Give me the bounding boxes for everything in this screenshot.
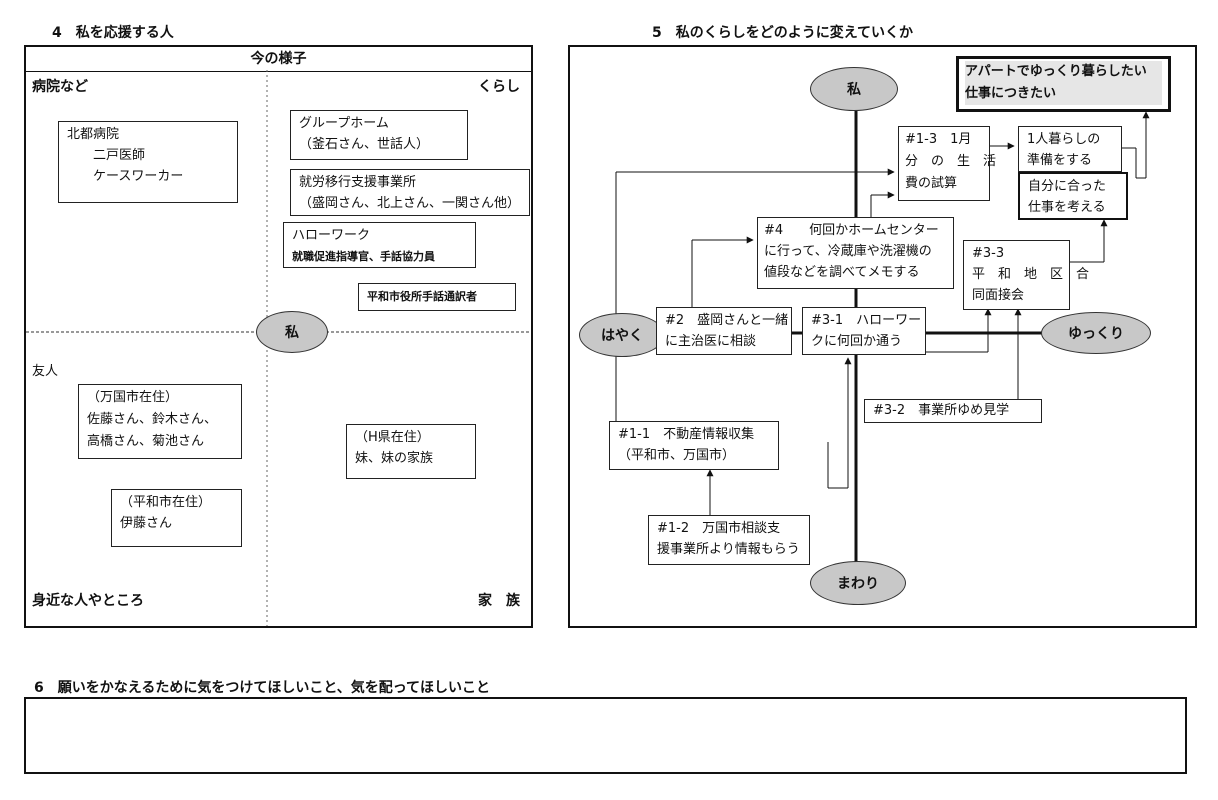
- axis-surroundings-ellipse: まわり: [810, 561, 906, 605]
- group-home-box: グループホーム （釜石さん、世話人）: [290, 110, 468, 160]
- hospital-box: 北都病院 二戸医師 ケースワーカー: [58, 121, 238, 203]
- step-1-3-box: #1-3 1月 分 の 生 活 費の試算: [898, 126, 996, 201]
- step-3-1-box: #3-1 ハローワー クに何回か通う: [802, 307, 926, 355]
- step-2-box: #2 盛岡さんと一緒 に主治医に相談: [656, 307, 792, 355]
- axis-me-ellipse: 私: [810, 67, 898, 111]
- interpreter-box: 平和市役所手話通訳者: [358, 283, 516, 311]
- axis-quick-ellipse: はやく: [579, 313, 665, 357]
- section6-heading: 6 願いをかなえるために気をつけてほしいこと、気を配ってほしいこと: [34, 680, 491, 696]
- employment-support-box: 就労移行支援事業所 （盛岡さん、北上さん、一関さん他）: [290, 169, 530, 216]
- hello-work-box: ハローワーク 就職促進指導官、手話協力員: [283, 222, 476, 268]
- consider-job-box: 自分に合った 仕事を考える: [1018, 172, 1128, 220]
- step-1-1-box: #1-1 不動産情報収集 （平和市、万国市）: [609, 421, 779, 470]
- step-3-3-box: #3-3 平 和 地 区 合 同面接会: [963, 240, 1089, 310]
- goal-box: アパートでゆっくり暮らしたい 仕事につきたい: [956, 56, 1171, 112]
- axis-slow-ellipse: ゆっくり: [1041, 312, 1151, 354]
- friend-heiwa-box: （平和市在住） 伊藤さん: [111, 489, 242, 547]
- family-box: （H県在住） 妹、妹の家族: [346, 424, 476, 479]
- step-3-2-box: #3-2 事業所ゆめ見学: [864, 399, 1042, 423]
- center-me-ellipse: 私: [256, 311, 328, 353]
- corner-nearby-label: 身近な人やところ: [32, 593, 144, 609]
- section4-heading: 4 私を応援する人: [52, 25, 174, 41]
- friends-bankoku-box: （万国市在住） 佐藤さん、鈴木さん、 高橋さん、菊池さん: [78, 384, 242, 459]
- current-state-header: 今の様子: [26, 47, 531, 72]
- friend-label: 友人: [32, 364, 59, 379]
- corner-living-label: くらし: [478, 79, 520, 95]
- prepare-alone-box: 1人暮らしの 準備をする: [1018, 126, 1122, 172]
- corner-hospital-label: 病院など: [32, 79, 88, 95]
- section5-heading: 5 私のくらしをどのように変えていくか: [652, 25, 914, 41]
- step-1-2-box: #1-2 万国市相談支 援事業所より情報もらう: [648, 515, 810, 565]
- corner-family-label: 家 族: [478, 593, 520, 609]
- wishes-notes-area[interactable]: [24, 697, 1187, 774]
- step-4-box: #4 何回かホームセンター に行って、冷蔵庫や洗濯機の 値段などを調べてメモする: [757, 217, 954, 289]
